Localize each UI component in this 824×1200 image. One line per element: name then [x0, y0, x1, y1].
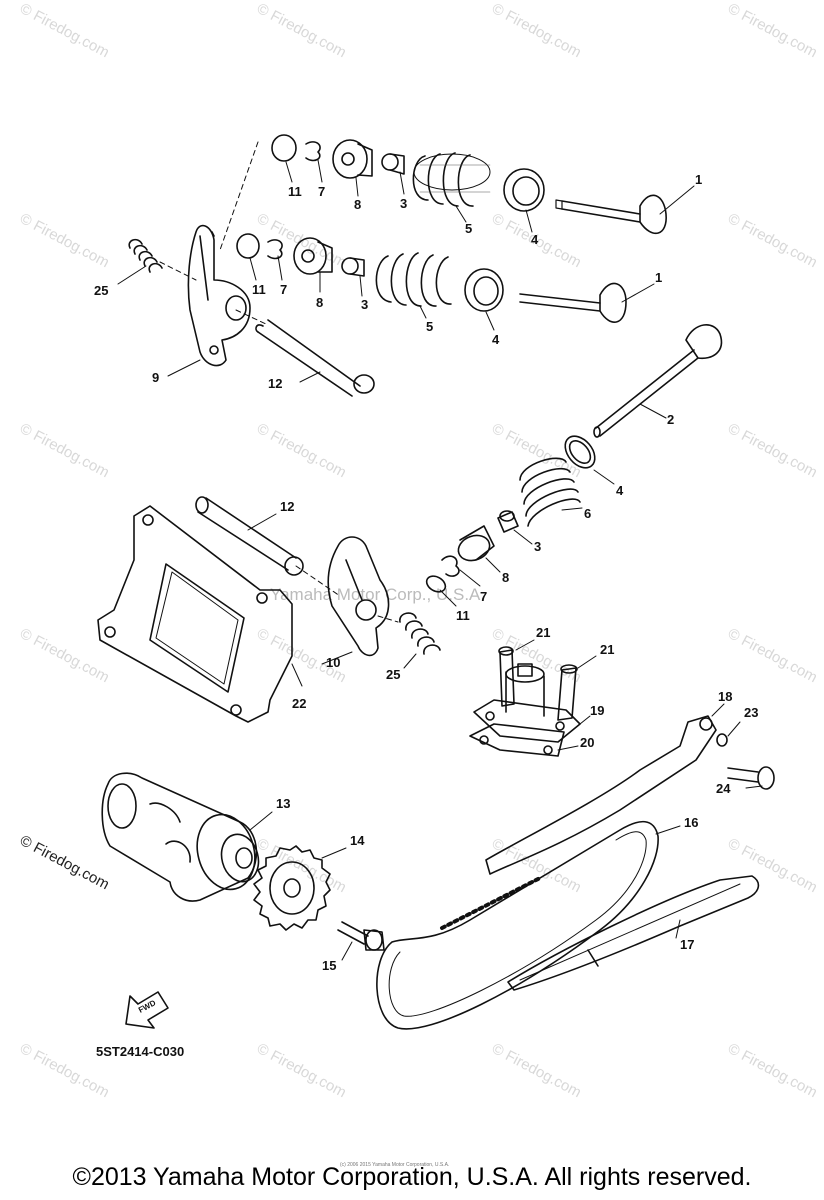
spring-25-top — [128, 238, 163, 273]
callout-8: 8 — [316, 295, 324, 310]
callout-7: 7 — [318, 184, 326, 199]
callout-9: 9 — [152, 370, 160, 385]
callout-1: 1 — [695, 172, 703, 187]
callout-11: 11 — [252, 282, 266, 297]
callout-21: 21 — [536, 625, 551, 640]
bolt-21-left — [498, 646, 515, 707]
callout-25: 25 — [386, 667, 401, 682]
callout-3: 3 — [361, 297, 369, 312]
seal-3-lower — [497, 510, 519, 533]
callout-5: 5 — [426, 319, 434, 334]
part-code: 5ST2414-C030 — [96, 1044, 185, 1059]
callout-3: 3 — [534, 539, 542, 554]
leader-lines — [117, 159, 763, 961]
retainer-8-lower — [457, 525, 495, 562]
callout-23: 23 — [744, 705, 759, 720]
valve-1-top — [555, 194, 667, 234]
cotter-7-mid — [267, 239, 283, 260]
rocker-shaft-12-top — [255, 319, 375, 397]
callout-8: 8 — [502, 570, 510, 585]
callout-12: 12 — [280, 499, 295, 514]
callout-25: 25 — [94, 283, 109, 298]
spring-6 — [519, 457, 581, 527]
chain-guide-18 — [485, 715, 717, 875]
valve-1-mid — [519, 282, 627, 323]
seal-3-top — [381, 153, 405, 175]
callout-7: 7 — [280, 282, 288, 297]
tiny-copyright: (c) 2006 2015 Yamaha Motor Corporation, … — [340, 1162, 450, 1168]
seal-3-mid — [341, 257, 365, 277]
cotter-7-lower — [441, 555, 460, 577]
cam-sprocket-14 — [253, 845, 331, 931]
gasket-20 — [469, 723, 565, 757]
copyright-notice: ©2013 Yamaha Motor Corporation, U.S.A. A… — [72, 1163, 752, 1191]
retainer-8-top — [332, 139, 373, 179]
callout-3: 3 — [400, 196, 408, 211]
seal-4-lower — [564, 435, 596, 469]
callout-20: 20 — [580, 735, 595, 750]
cap-11-mid — [236, 233, 260, 259]
callout-7: 7 — [480, 589, 488, 604]
callout-17: 17 — [680, 937, 695, 952]
tensioner-19 — [473, 663, 581, 743]
spring-5-mid — [375, 252, 452, 307]
callout-18: 18 — [718, 689, 733, 704]
callout-21: 21 — [600, 642, 615, 657]
cap-11-top — [271, 134, 297, 162]
callout-19: 19 — [590, 703, 605, 718]
rocker-arm-9 — [187, 224, 251, 367]
spring-5-top — [412, 152, 491, 207]
callout-24: 24 — [716, 781, 731, 796]
callout-13: 13 — [276, 796, 291, 811]
callout-11: 11 — [456, 608, 470, 623]
fwd-arrow-icon — [125, 991, 169, 1029]
callout-4: 4 — [492, 332, 500, 347]
spring-25-lower — [399, 612, 441, 655]
callout-10: 10 — [326, 655, 341, 670]
rocker-arm-10 — [327, 536, 390, 657]
bolt-24 — [727, 766, 775, 790]
o-ring-23 — [716, 733, 728, 747]
seal-4-mid — [464, 268, 504, 312]
callout-14: 14 — [350, 833, 365, 848]
valve-2 — [593, 324, 723, 438]
callout-16: 16 — [684, 815, 699, 830]
callout-4: 4 — [531, 232, 539, 247]
callout-22: 22 — [292, 696, 307, 711]
callout-11: 11 — [288, 184, 302, 199]
callout-5: 5 — [465, 221, 473, 236]
callout-8: 8 — [354, 197, 362, 212]
chain-guide-17 — [507, 875, 760, 991]
callout-6: 6 — [584, 506, 592, 521]
callout-1: 1 — [655, 270, 663, 285]
callout-2: 2 — [667, 412, 675, 427]
callout-12: 12 — [268, 376, 283, 391]
seal-4-top — [503, 168, 545, 212]
camshaft-13 — [101, 772, 260, 902]
retainer-8-mid — [293, 237, 333, 275]
cotter-7-top — [305, 141, 321, 162]
bolt-21-right — [557, 664, 578, 721]
cam-chain-16 — [376, 820, 659, 1030]
callout-4: 4 — [616, 483, 624, 498]
bolt-15 — [337, 921, 385, 951]
callout-15: 15 — [322, 958, 337, 973]
gasket-22 — [97, 505, 293, 723]
cap-11-lower — [425, 575, 447, 593]
